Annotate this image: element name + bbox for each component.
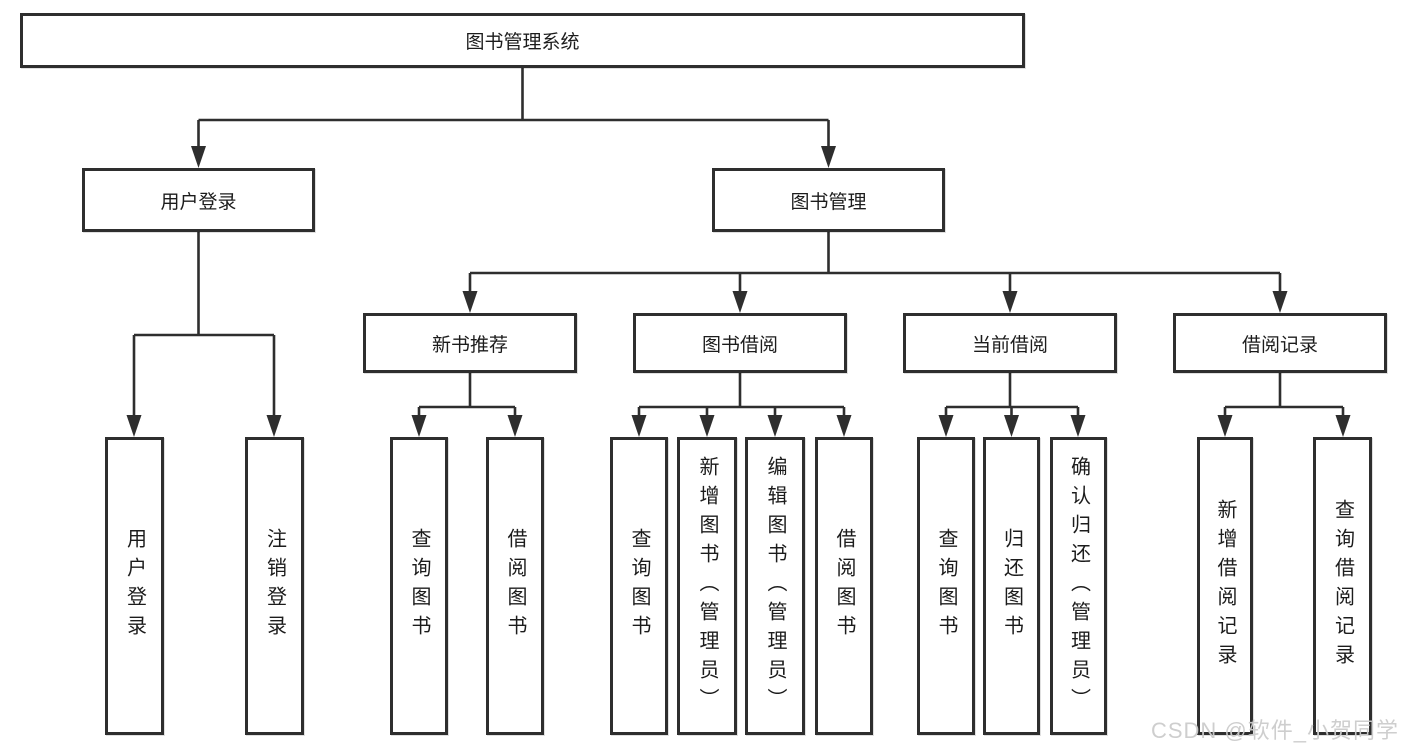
arrowhead-down-icon bbox=[1272, 291, 1288, 313]
arrowhead-down-icon bbox=[1070, 415, 1086, 437]
arrowhead-down-icon bbox=[1004, 415, 1019, 437]
arrowhead-down-icon bbox=[836, 415, 852, 437]
node-new-book-recommendation-label: 新书推荐 bbox=[431, 334, 508, 356]
leaf-query-borrow-record: 查询借阅记录 bbox=[1313, 437, 1372, 735]
leaf-query-books-current-label: 查询图书 bbox=[935, 528, 957, 644]
node-root: 图书管理系统 bbox=[20, 13, 1025, 68]
leaf-confirm-return-admin-label: 确认归还（管理员） bbox=[1067, 455, 1090, 717]
node-new-book-recommendation: 新书推荐 bbox=[363, 313, 577, 373]
arrowhead-down-icon bbox=[767, 415, 783, 437]
leaf-edit-book-admin-label: 编辑图书（管理员） bbox=[764, 455, 786, 717]
leaf-borrow-books-recommend-label: 借阅图书 bbox=[504, 528, 526, 644]
leaf-query-books-borrow-label: 查询图书 bbox=[628, 528, 650, 644]
leaf-add-book-admin: 新增图书（管理员） bbox=[677, 437, 737, 735]
arrowhead-down-icon bbox=[1335, 415, 1351, 437]
node-current-borrowing-label: 当前借阅 bbox=[971, 334, 1048, 356]
leaf-return-books-label: 归还图书 bbox=[1000, 528, 1023, 644]
node-user-login: 用户登录 bbox=[82, 168, 315, 232]
node-borrowing-records: 借阅记录 bbox=[1173, 313, 1387, 373]
leaf-borrow-books-recommend: 借阅图书 bbox=[486, 437, 544, 735]
leaf-add-borrow-record: 新增借阅记录 bbox=[1197, 437, 1253, 735]
node-book-management: 图书管理 bbox=[712, 168, 945, 232]
arrowhead-down-icon bbox=[732, 291, 748, 313]
leaf-logout: 注销登录 bbox=[245, 437, 304, 735]
node-book-borrowing: 图书借阅 bbox=[633, 313, 847, 373]
arrowhead-down-icon bbox=[631, 415, 647, 437]
node-user-login-label: 用户登录 bbox=[160, 191, 237, 213]
node-root-label: 图书管理系统 bbox=[465, 32, 580, 53]
arrowhead-down-icon bbox=[938, 415, 954, 437]
leaf-add-book-admin-label: 新增图书（管理员） bbox=[696, 455, 718, 717]
leaf-return-books: 归还图书 bbox=[983, 437, 1040, 735]
leaf-query-books-recommend: 查询图书 bbox=[390, 437, 448, 735]
arrowhead-down-icon bbox=[266, 415, 282, 437]
node-current-borrowing: 当前借阅 bbox=[903, 313, 1117, 373]
leaf-borrow-books-borrow: 借阅图书 bbox=[815, 437, 873, 735]
node-book-borrowing-label: 图书借阅 bbox=[701, 334, 778, 356]
leaf-add-borrow-record-label: 新增借阅记录 bbox=[1214, 499, 1236, 673]
leaf-user-login: 用户登录 bbox=[105, 437, 164, 735]
arrowhead-down-icon bbox=[126, 415, 142, 437]
leaf-query-books-borrow: 查询图书 bbox=[610, 437, 668, 735]
arrowhead-down-icon bbox=[462, 291, 478, 313]
node-book-management-label: 图书管理 bbox=[790, 191, 867, 213]
arrowhead-down-icon bbox=[1002, 291, 1018, 313]
leaf-query-borrow-record-label: 查询借阅记录 bbox=[1331, 499, 1354, 673]
arrowhead-down-icon bbox=[191, 146, 206, 168]
leaf-borrow-books-borrow-label: 借阅图书 bbox=[833, 528, 855, 644]
leaf-logout-label: 注销登录 bbox=[263, 528, 286, 644]
leaf-query-books-recommend-label: 查询图书 bbox=[408, 528, 430, 644]
arrowhead-down-icon bbox=[411, 415, 427, 437]
leaf-confirm-return-admin: 确认归还（管理员） bbox=[1050, 437, 1107, 735]
arrowhead-down-icon bbox=[507, 415, 523, 437]
leaf-user-login-label: 用户登录 bbox=[123, 528, 146, 644]
arrowhead-down-icon bbox=[1217, 415, 1233, 437]
arrowhead-down-icon bbox=[699, 415, 715, 437]
arrowhead-down-icon bbox=[821, 146, 836, 168]
leaf-query-books-current: 查询图书 bbox=[917, 437, 975, 735]
leaf-edit-book-admin: 编辑图书（管理员） bbox=[745, 437, 805, 735]
node-borrowing-records-label: 借阅记录 bbox=[1241, 334, 1318, 356]
